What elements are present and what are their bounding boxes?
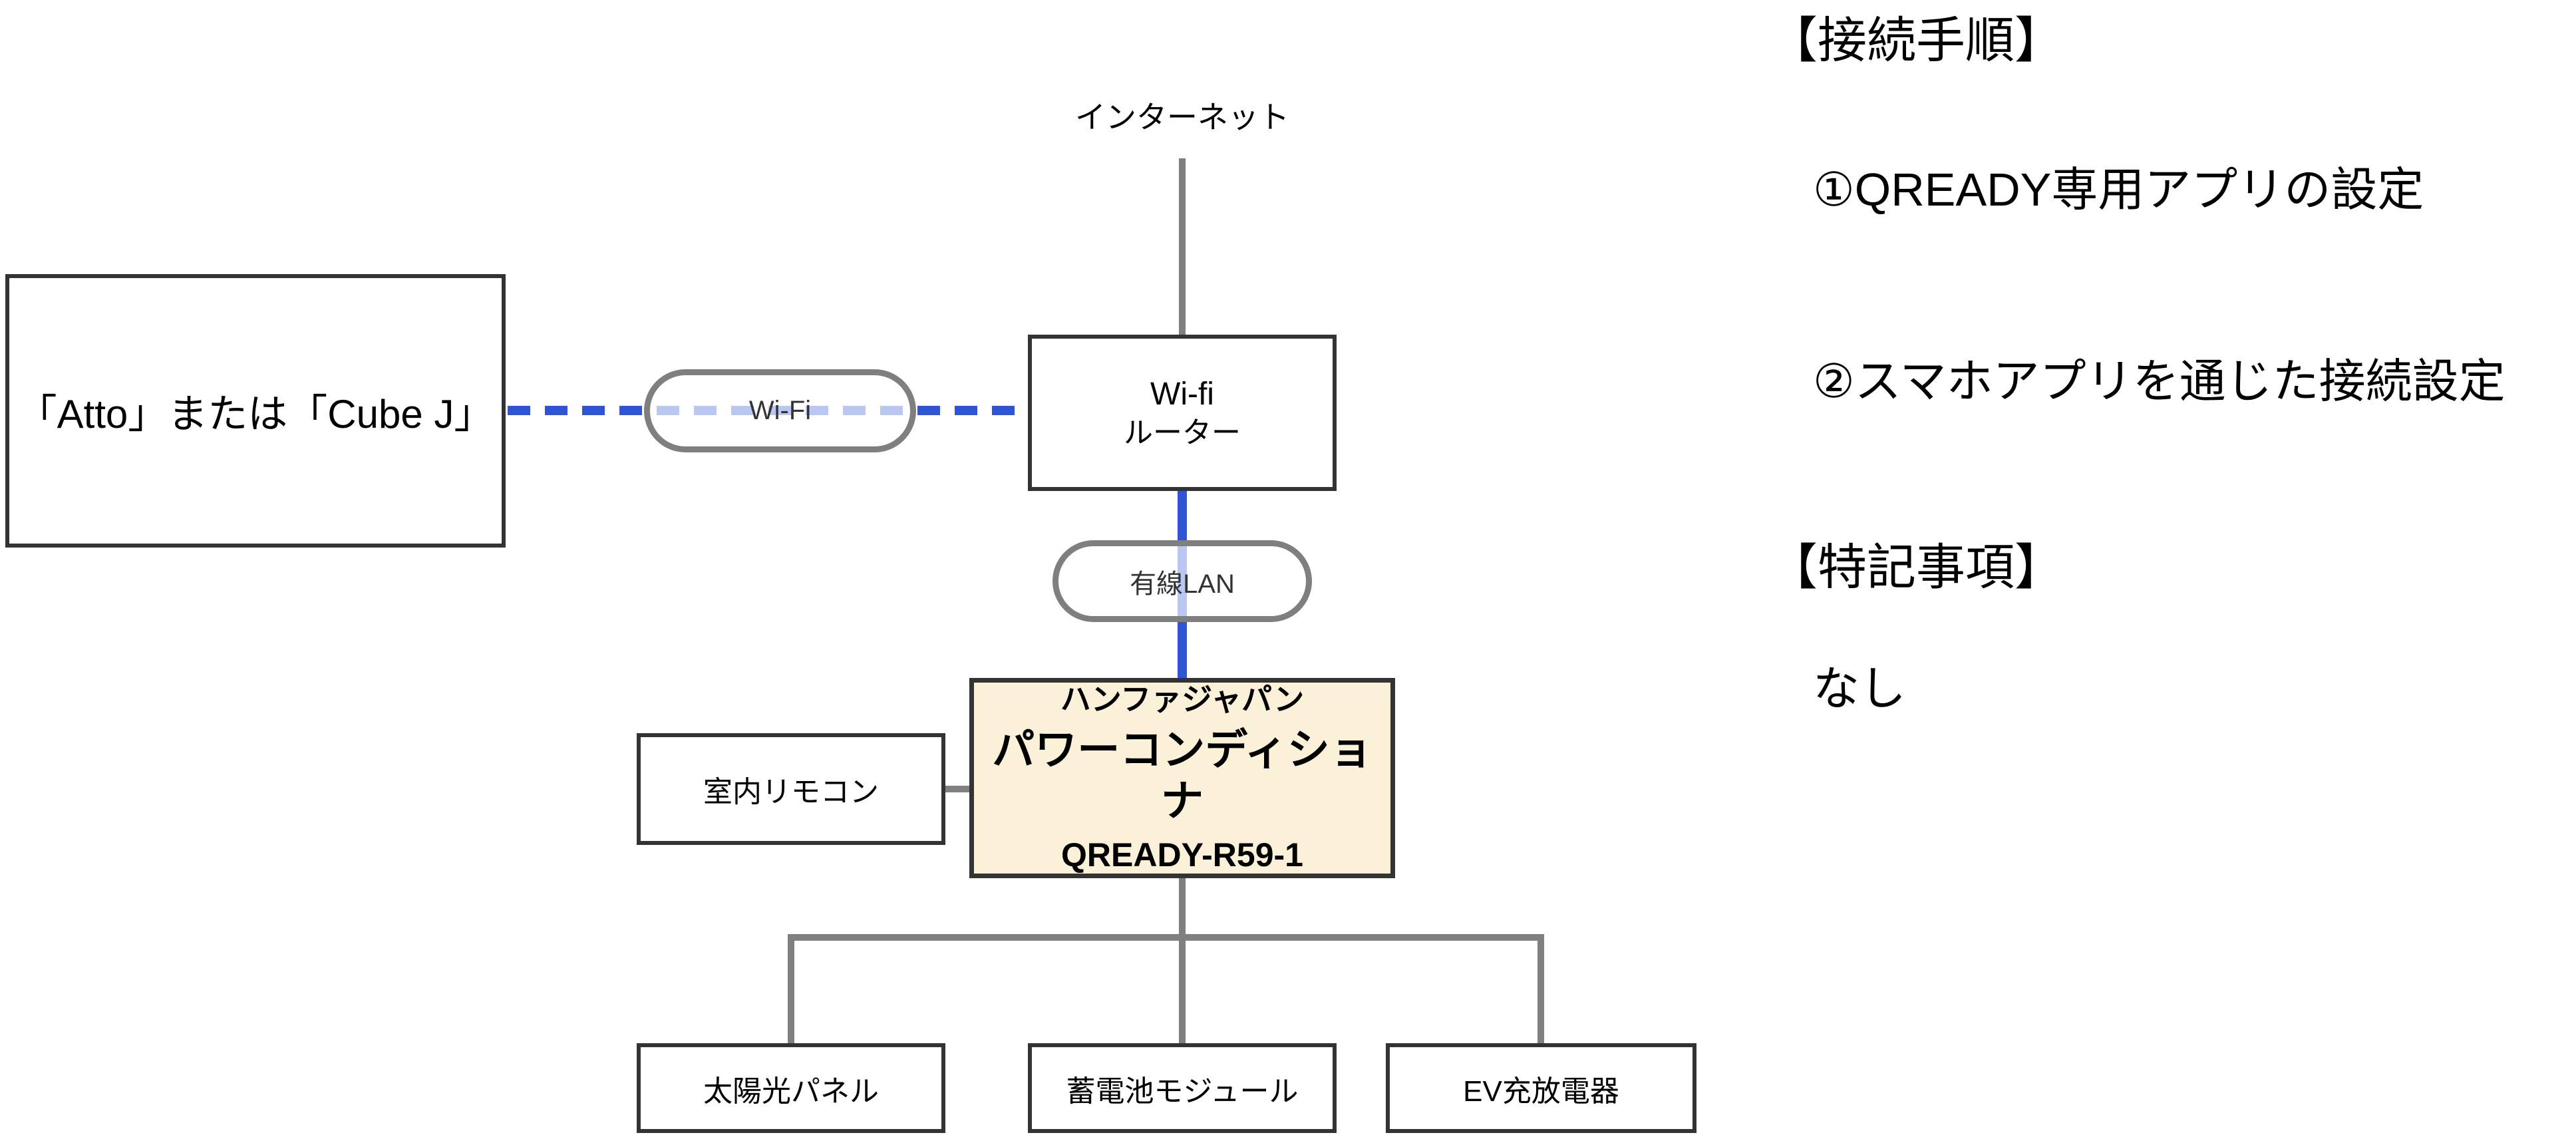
bus-to-ev-line — [1537, 934, 1544, 1043]
special-notes-title: 【特記事項】 — [1768, 540, 2064, 595]
procedure-step-2: ②スマホアプリを通じた接続設定 — [1813, 355, 2505, 407]
router-box: Wi-fi ルーター — [1028, 335, 1337, 491]
battery-module-box: 蓄電池モジュール — [1028, 1043, 1337, 1133]
device-bus-line — [788, 934, 1544, 941]
solar-panel-label: 太陽光パネル — [703, 1074, 879, 1108]
ev-charger-box: EV充放電器 — [1386, 1043, 1696, 1133]
solar-panel-box: 太陽光パネル — [637, 1043, 945, 1133]
powercon-maker-label: ハンファジャパン — [1060, 682, 1305, 717]
internet-to-router-line — [1179, 158, 1186, 335]
procedure-title: 【接続手順】 — [1768, 13, 2064, 68]
bus-to-solar-line — [788, 934, 794, 1043]
ev-charger-label: EV充放電器 — [1463, 1074, 1619, 1108]
hems-box-label: 「Atto」または「Cube J」 — [17, 392, 494, 436]
powercon-box: ハンファジャパン パワーコンディショナ QREADY-R59-1 — [969, 678, 1395, 878]
special-notes-body: なし — [1813, 663, 1906, 715]
wifi-capsule: Wi-Fi — [644, 369, 916, 452]
powercon-name-label: パワーコンディショナ — [992, 726, 1372, 826]
router-label-line1: Wi-fi — [1150, 377, 1214, 412]
powercon-model-label: QREADY-R59-1 — [1061, 836, 1303, 874]
internet-label: インターネット — [1075, 100, 1289, 134]
wired-lan-capsule-label: 有線LAN — [1130, 569, 1235, 599]
remote-box-label: 室内リモコン — [703, 776, 879, 808]
battery-module-label: 蓄電池モジュール — [1066, 1074, 1299, 1108]
remote-to-powercon-line — [945, 786, 972, 792]
hems-box: 「Atto」または「Cube J」 — [5, 274, 506, 548]
procedure-step-1: ①QREADY専用アプリの設定 — [1813, 164, 2424, 216]
powercon-to-battery-line — [1179, 878, 1186, 1043]
remote-box: 室内リモコン — [637, 733, 945, 845]
wifi-capsule-label: Wi-Fi — [748, 396, 812, 425]
wired-lan-capsule: 有線LAN — [1052, 540, 1312, 622]
router-label-line2: ルーター — [1124, 416, 1241, 449]
